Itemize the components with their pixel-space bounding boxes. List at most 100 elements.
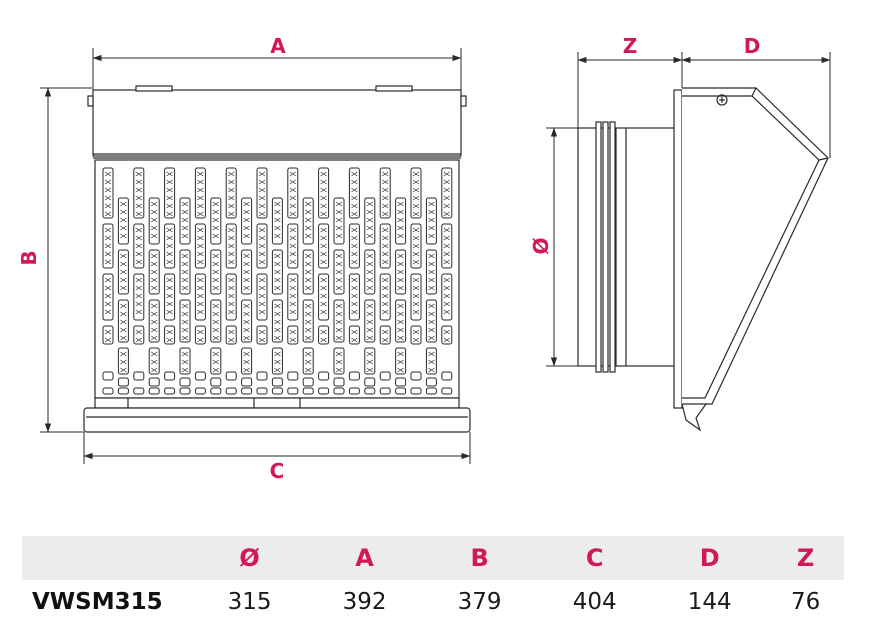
grille-slot xyxy=(271,377,283,387)
mesh-hatch xyxy=(412,301,420,307)
grille-slot xyxy=(271,347,283,375)
mesh-hatch xyxy=(212,201,219,207)
mesh-hatch xyxy=(443,171,450,177)
mesh-hatch xyxy=(289,337,296,343)
mesh-hatch xyxy=(151,327,158,333)
grille-slot xyxy=(302,377,314,387)
mesh-hatch xyxy=(351,211,358,217)
mesh-hatch xyxy=(274,253,281,259)
mesh-hatch xyxy=(243,327,250,333)
mesh-hatch xyxy=(151,335,158,341)
grille-slot xyxy=(271,197,283,245)
mesh-hatch xyxy=(320,337,327,343)
mesh-hatch xyxy=(412,243,420,249)
mesh-hatch xyxy=(243,311,250,317)
mesh-hatch xyxy=(412,293,420,299)
mesh-hatch xyxy=(120,217,127,223)
grille-slot xyxy=(194,167,206,219)
mesh-hatch xyxy=(151,319,158,325)
mesh-hatch xyxy=(443,179,450,185)
mesh-hatch xyxy=(258,301,266,307)
mesh-hatch xyxy=(320,171,327,177)
mesh-hatch xyxy=(351,171,358,177)
mesh-hatch xyxy=(289,301,296,307)
mesh-hatch xyxy=(104,179,112,185)
grille-slot xyxy=(333,387,345,395)
mesh-hatch xyxy=(197,227,204,233)
mesh-hatch xyxy=(151,303,158,309)
mesh-hatch xyxy=(166,227,173,233)
grille-slot xyxy=(210,387,222,395)
grille-slot xyxy=(318,325,330,345)
grille-slot xyxy=(287,273,299,321)
mesh-hatch xyxy=(382,171,389,177)
grille-slot xyxy=(333,197,345,245)
mesh-hatch xyxy=(135,195,142,201)
mesh-hatch xyxy=(382,203,389,209)
mesh-hatch xyxy=(274,311,281,317)
mesh-hatch xyxy=(274,359,281,365)
mesh-hatch xyxy=(320,227,327,233)
mesh-hatch xyxy=(181,335,189,341)
mesh-hatch xyxy=(335,253,343,259)
mesh-hatch xyxy=(320,301,327,307)
mesh-hatch xyxy=(351,203,358,209)
mesh-hatch xyxy=(104,187,112,193)
mesh-hatch xyxy=(212,277,219,283)
mesh-hatch xyxy=(443,227,450,233)
mesh-hatch xyxy=(274,261,281,267)
mesh-hatch xyxy=(181,277,189,283)
grille-slot xyxy=(333,347,345,375)
mesh-hatch xyxy=(412,329,420,335)
mesh-hatch xyxy=(212,285,219,291)
grille-slot xyxy=(210,377,222,387)
mesh-hatch xyxy=(258,243,266,249)
mesh-hatch xyxy=(135,251,142,257)
mesh-hatch xyxy=(120,277,127,283)
grille-slots xyxy=(102,167,453,395)
mesh-hatch xyxy=(120,269,127,275)
mesh-hatch xyxy=(305,217,312,223)
mesh-hatch xyxy=(335,311,343,317)
grille-slot xyxy=(318,387,330,395)
grille-slot xyxy=(302,387,314,395)
mesh-hatch xyxy=(166,329,173,335)
mesh-hatch xyxy=(258,259,266,265)
mesh-hatch xyxy=(151,261,158,267)
mesh-hatch xyxy=(305,269,312,275)
mesh-hatch xyxy=(181,209,189,215)
mesh-hatch xyxy=(258,203,266,209)
mesh-hatch xyxy=(335,217,343,223)
mesh-hatch xyxy=(382,235,389,241)
mesh-hatch xyxy=(104,243,112,249)
mesh-hatch xyxy=(274,277,281,283)
mesh-hatch xyxy=(228,235,235,241)
header-b: B xyxy=(422,536,538,580)
mesh-hatch xyxy=(289,285,296,291)
mesh-hatch xyxy=(305,253,312,259)
mesh-hatch xyxy=(320,309,327,315)
grille-slot xyxy=(102,273,114,321)
mesh-hatch xyxy=(305,277,312,283)
mesh-hatch xyxy=(151,359,158,365)
grille-slot xyxy=(225,325,237,345)
mesh-hatch xyxy=(443,211,450,217)
mesh-hatch xyxy=(135,179,142,185)
mesh-hatch xyxy=(351,293,358,299)
mesh-hatch xyxy=(335,319,343,325)
grille-slot xyxy=(148,347,160,375)
grille-slot xyxy=(225,371,237,381)
mesh-hatch xyxy=(243,201,250,207)
mesh-hatch xyxy=(274,351,281,357)
header-diameter: Ø xyxy=(192,536,308,580)
mesh-hatch xyxy=(135,293,142,299)
mesh-hatch xyxy=(428,269,435,275)
mesh-hatch xyxy=(166,179,173,185)
mesh-hatch xyxy=(120,351,127,357)
mesh-hatch xyxy=(135,337,142,343)
mesh-hatch xyxy=(120,367,127,373)
grille-slot xyxy=(395,197,407,245)
mesh-hatch xyxy=(397,233,404,239)
grille-slot xyxy=(395,377,407,387)
mesh-hatch xyxy=(166,195,173,201)
